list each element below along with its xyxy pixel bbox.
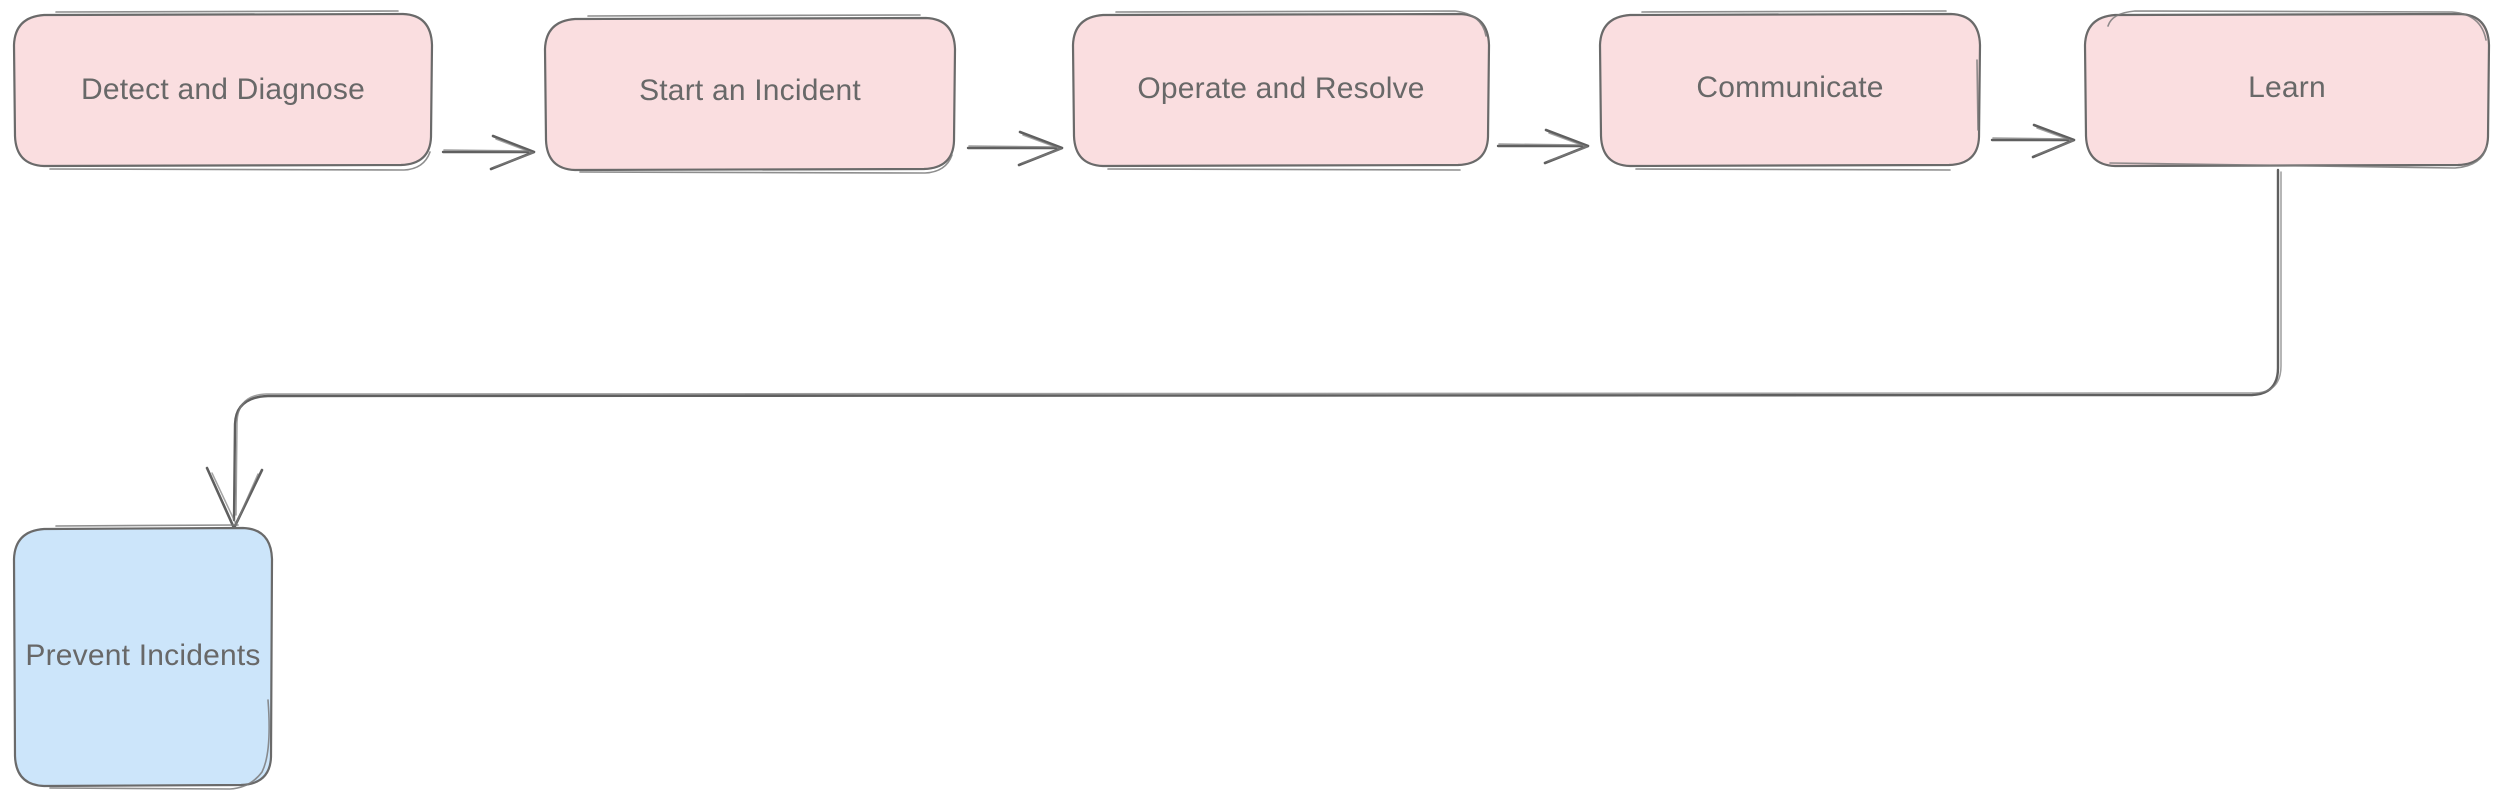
edge-detect-to-start <box>441 134 536 171</box>
node-communicate[interactable]: Communicate <box>1598 10 1982 171</box>
node-label-prevent-incidents: Prevent Incidents <box>25 639 260 672</box>
edge-communicate-to-learn <box>1990 123 2076 159</box>
edge-learn-to-prevent <box>205 168 2282 530</box>
node-detect-and-diagnose[interactable]: Detect and Diagnose <box>12 10 434 171</box>
node-label-detect-and-diagnose: Detect and Diagnose <box>81 73 365 106</box>
node-prevent-incidents[interactable]: Prevent Incidents <box>12 524 274 790</box>
node-label-operate-and-resolve: Operate and Resolve <box>1137 72 1424 105</box>
node-operate-and-resolve[interactable]: Operate and Resolve <box>1071 10 1491 171</box>
edge-operate-to-communicate <box>1496 128 1590 165</box>
edge-start-to-operate <box>966 130 1064 167</box>
node-label-communicate: Communicate <box>1696 71 1883 104</box>
node-learn[interactable]: Learn <box>2083 10 2491 169</box>
node-label-learn: Learn <box>2248 71 2326 104</box>
node-start-an-incident[interactable]: Start an Incident <box>543 14 957 174</box>
node-label-start-an-incident: Start an Incident <box>639 74 861 107</box>
